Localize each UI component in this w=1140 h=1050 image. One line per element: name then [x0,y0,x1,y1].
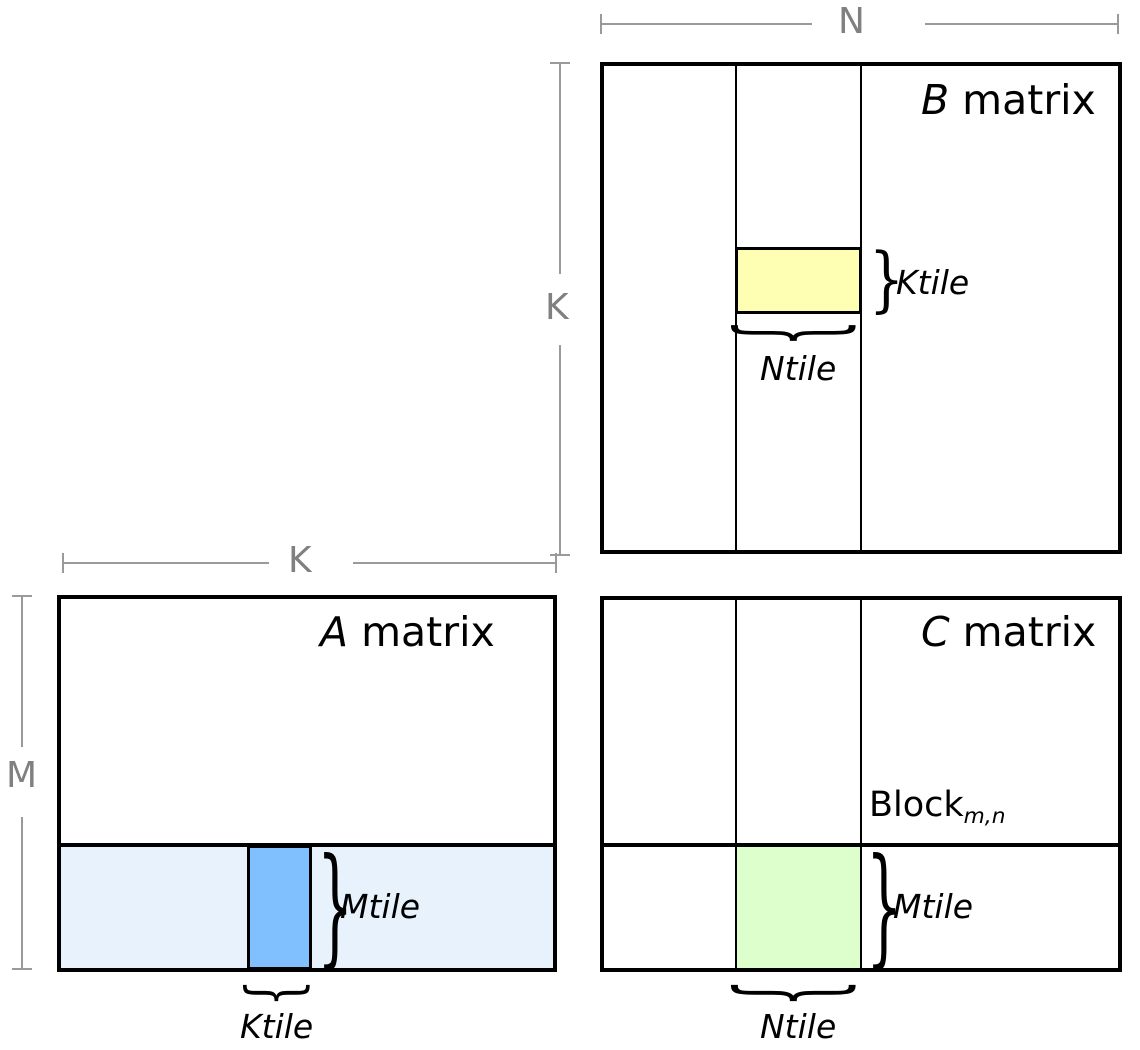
c-matrix-block-label: Blockm,n [869,785,1005,827]
b-matrix-ktile-label: Ktile [896,263,970,302]
b-matrix-ntile-label: Ntile [760,349,837,388]
c-matrix-mtile-label: Mtile [893,887,974,926]
c-matrix-mtile-brace: } [866,831,903,983]
b-matrix-ktile-ntile-block [735,247,862,314]
c-matrix-title-rest: matrix [949,608,1097,656]
dimension-m-bottom-tick [12,968,32,970]
c-matrix-divider-left [735,598,737,970]
dimension-k-vertical-bottom-tick [550,554,570,556]
dimension-k-horizontal-left-line [62,562,269,564]
b-matrix-ktile-brace: } [869,238,905,322]
dimension-m-bottom-line [21,817,23,969]
a-matrix-title-var: A [320,608,349,656]
dimension-k-horizontal-label: K [288,540,312,581]
c-matrix-title-var: C [921,608,950,656]
dimension-k-horizontal-right-line [353,562,556,564]
a-matrix-ktile-mtile-block [247,845,312,970]
b-matrix-title-rest: matrix [949,76,1096,124]
c-matrix-ntile-label: Ntile [760,1007,837,1046]
dimension-k-vertical-bottom-line [559,345,561,555]
c-matrix-divider-right [860,598,862,970]
dimension-m-top-line [21,595,23,747]
dimension-n-right-line [925,23,1119,25]
a-matrix-ktile-label: Ktile [240,1007,314,1046]
c-matrix-title: C matrix [921,612,1096,653]
c-matrix-block-label-base: Block [869,785,964,825]
dimension-k-horizontal-right-tick [555,553,557,573]
dimension-k-vertical-top-line [559,62,561,274]
a-matrix-ktile-brace: } [237,979,321,1007]
c-matrix-ntile-brace: } [719,979,877,1007]
b-matrix-title-var: B [921,76,950,124]
dimension-m-label: M [6,755,38,796]
a-matrix-mtile-brace: } [317,831,354,983]
dimension-k-vertical-label: K [545,287,569,328]
a-matrix-title: A matrix [320,612,495,653]
dimension-n-label: N [838,1,865,42]
a-matrix-title-rest: matrix [348,608,495,656]
c-matrix-block-label-subscript: m,n [963,803,1006,829]
b-matrix-ntile-brace: } [719,320,877,346]
dimension-n-left-line [600,23,812,25]
c-matrix-row-divider [600,843,1122,847]
b-matrix-title: B matrix [921,80,1096,121]
c-matrix-mtile-ntile-block [737,847,860,968]
dimension-n-right-tick [1117,14,1119,34]
a-matrix-mtile-label: Mtile [340,887,421,926]
